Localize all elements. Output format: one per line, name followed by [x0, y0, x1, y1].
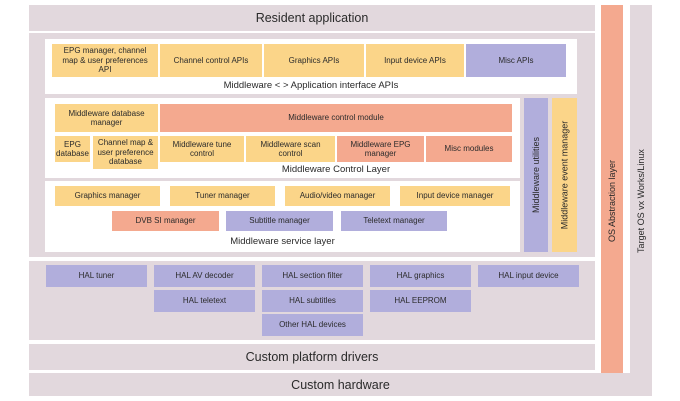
- scan-control-box: Middleware scan control: [246, 136, 335, 162]
- channel-control-apis-box: Channel control APIs: [160, 44, 262, 77]
- middleware-event-manager-label: Middleware event manager: [559, 120, 570, 230]
- middleware-utilities-box: Middleware utilities: [524, 98, 548, 252]
- graphics-manager-box: Graphics manager: [55, 186, 160, 206]
- teletext-manager-box: Teletext manager: [341, 211, 447, 231]
- control-module-box: Middleware control module: [160, 104, 512, 132]
- graphics-apis-box: Graphics APIs: [264, 44, 364, 77]
- input-device-manager-box: Input device manager: [400, 186, 510, 206]
- tuner-manager-box: Tuner manager: [170, 186, 275, 206]
- misc-modules-box: Misc modules: [426, 136, 512, 162]
- service-layer-panel: Graphics manager Tuner manager Audio/vid…: [45, 181, 520, 252]
- custom-hardware-band: Custom hardware: [29, 373, 652, 396]
- input-device-apis-box: Input device APIs: [366, 44, 464, 77]
- middleware-event-manager-box: Middleware event manager: [552, 98, 577, 252]
- hal-tuner-box: HAL tuner: [46, 265, 147, 287]
- other-hal-devices-box: Other HAL devices: [262, 314, 363, 336]
- hal-eeprom-box: HAL EEPROM: [370, 290, 471, 312]
- misc-apis-box: Misc APIs: [466, 44, 566, 77]
- dvb-si-manager-box: DVB SI manager: [112, 211, 219, 231]
- hal-graphics-box: HAL graphics: [370, 265, 471, 287]
- control-layer-label: Middleware Control Layer: [281, 164, 391, 175]
- epg-manager-box: Middleware EPG manager: [337, 136, 424, 162]
- tune-control-box: Middleware tune control: [160, 136, 244, 162]
- epg-database-box: EPG database: [55, 136, 90, 162]
- custom-hardware-label: Custom hardware: [291, 377, 390, 392]
- epg-channel-map-api-box: EPG manager, channel map & user preferen…: [52, 44, 158, 77]
- control-layer-panel: Middleware database manager Middleware c…: [45, 98, 520, 178]
- hal-teletext-box: HAL teletext: [154, 290, 255, 312]
- service-layer-label: Middleware service layer: [230, 236, 335, 247]
- api-layer-label: Middleware < > Application interface API…: [223, 80, 399, 91]
- custom-platform-drivers-band: Custom platform drivers: [29, 344, 595, 370]
- os-abstraction-layer-box: OS Abstraction layer: [601, 5, 623, 396]
- hal-av-decoder-box: HAL AV decoder: [154, 265, 255, 287]
- target-os-label: Target OS vx Works/Linux: [636, 148, 646, 253]
- os-abstraction-layer-label: OS Abstraction layer: [607, 159, 618, 242]
- middleware-utilities-label: Middleware utilities: [531, 136, 541, 214]
- hal-section-filter-box: HAL section filter: [262, 265, 363, 287]
- subtitle-manager-box: Subtitle manager: [226, 211, 333, 231]
- resident-application-label: Resident application: [255, 11, 369, 25]
- db-manager-box: Middleware database manager: [55, 104, 158, 132]
- custom-platform-drivers-label: Custom platform drivers: [245, 350, 379, 364]
- api-layer-panel: EPG manager, channel map & user preferen…: [45, 39, 577, 94]
- hal-container: HAL tuner HAL AV decoder HAL section fil…: [29, 261, 595, 340]
- channel-map-db-box: Channel map & user preference database: [93, 136, 158, 169]
- hal-subtitles-box: HAL subtitles: [262, 290, 363, 312]
- hal-input-device-box: HAL input device: [478, 265, 579, 287]
- resident-application-band: Resident application: [29, 5, 595, 31]
- audio-video-manager-box: Audio/video manager: [285, 186, 390, 206]
- target-os-box: Target OS vx Works/Linux: [630, 5, 652, 396]
